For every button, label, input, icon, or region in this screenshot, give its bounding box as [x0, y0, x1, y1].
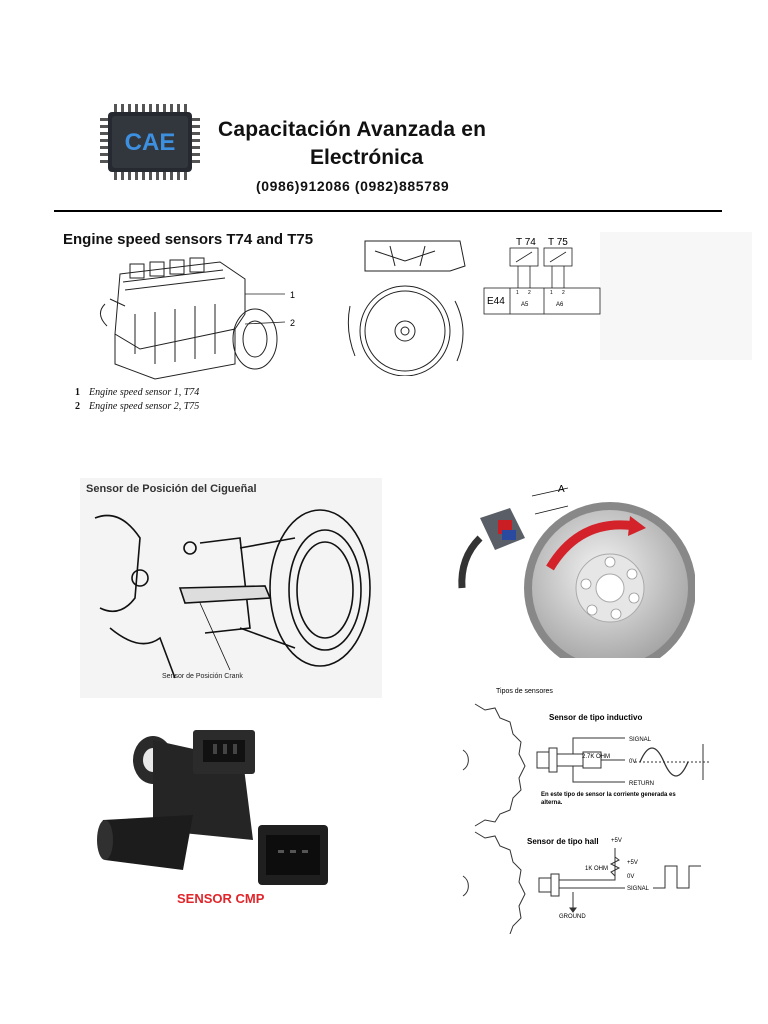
header-title-line1: Capacitación Avanzada en [218, 118, 487, 141]
gap-label: A [558, 484, 565, 495]
header-divider [54, 210, 722, 212]
inductive-return: RETURN [629, 781, 654, 787]
cae-logo-chip: CAE [100, 104, 200, 180]
legend-text: Engine speed sensor 2, T75 [89, 401, 200, 412]
sensor-types-title: Tipos de sensores [496, 688, 553, 695]
inductive-heading: Sensor de tipo inductivo [549, 713, 642, 722]
engine-legend: 1 Engine speed sensor 1, T74 2 Engine spee… [75, 386, 199, 414]
pin-number: 2 [528, 290, 531, 296]
pin-number: 1 [516, 290, 519, 296]
crankshaft-sensor-photo: Sensor de Posición del Cigueñal Sensor d… [80, 478, 382, 698]
inductive-signal: SIGNAL [629, 737, 652, 743]
cmp-caption: SENSOR CMP [177, 891, 265, 906]
header-title-line2: Electrónica [310, 146, 424, 169]
hall-plus5: +5V [627, 860, 638, 866]
sensor-types-diagram: Tipos de sensores Sensor de tipo inducti… [462, 688, 710, 934]
legend-num: 2 [75, 401, 80, 412]
crank-photo-caption: Sensor de Posición Crank [162, 673, 243, 680]
inductive-note-1: En este tipo de sensor la corriente gene… [541, 792, 676, 798]
hall-resistor: 1K OHM [585, 866, 608, 872]
hall-zero: 0V [627, 874, 634, 880]
legend-item: 2 Engine speed sensor 2, T75 [75, 400, 199, 414]
connector-label: E44 [487, 296, 505, 307]
wiring-diagram: T 74 T 75 1 2 1 2 E44 A5 A6 [483, 232, 752, 360]
sensor-label-t75: T 75 [548, 237, 568, 248]
reluctor-wheel-illustration: A [458, 484, 695, 658]
inductive-note-2: alterna. [541, 800, 563, 806]
section-title: Engine speed sensors T74 and T75 [63, 231, 314, 248]
legend-item: 1 Engine speed sensor 1, T74 [75, 386, 199, 400]
pin-number: 2 [562, 290, 565, 296]
crank-photo-title: Sensor de Posición del Cigueñal [86, 483, 257, 495]
legend-num: 1 [75, 387, 80, 398]
hall-ground: GROUND [559, 914, 586, 920]
logo-text: CAE [125, 129, 176, 156]
engine-line-drawing: 1 2 [100, 257, 295, 380]
pin-label-a5: A5 [521, 302, 529, 308]
hall-heading: Sensor de tipo hall [527, 837, 599, 846]
inductive-resistor: 2.7K OHM [582, 754, 610, 760]
pin-number: 1 [550, 290, 553, 296]
legend-text: Engine speed sensor 1, T74 [89, 387, 200, 398]
callout-2: 2 [290, 318, 295, 328]
pin-label-a6: A6 [556, 302, 564, 308]
hall-supply: +5V [611, 838, 622, 844]
cmp-sensor-photo: SENSOR CMP [93, 720, 358, 920]
header-phones: (0986)912086 (0982)885789 [256, 178, 450, 194]
inductive-zero: 0V [629, 759, 636, 765]
flywheel-drawing [347, 240, 466, 376]
sensor-label-t74: T 74 [516, 237, 536, 248]
callout-1: 1 [290, 290, 295, 300]
hall-signal: SIGNAL [627, 886, 650, 892]
